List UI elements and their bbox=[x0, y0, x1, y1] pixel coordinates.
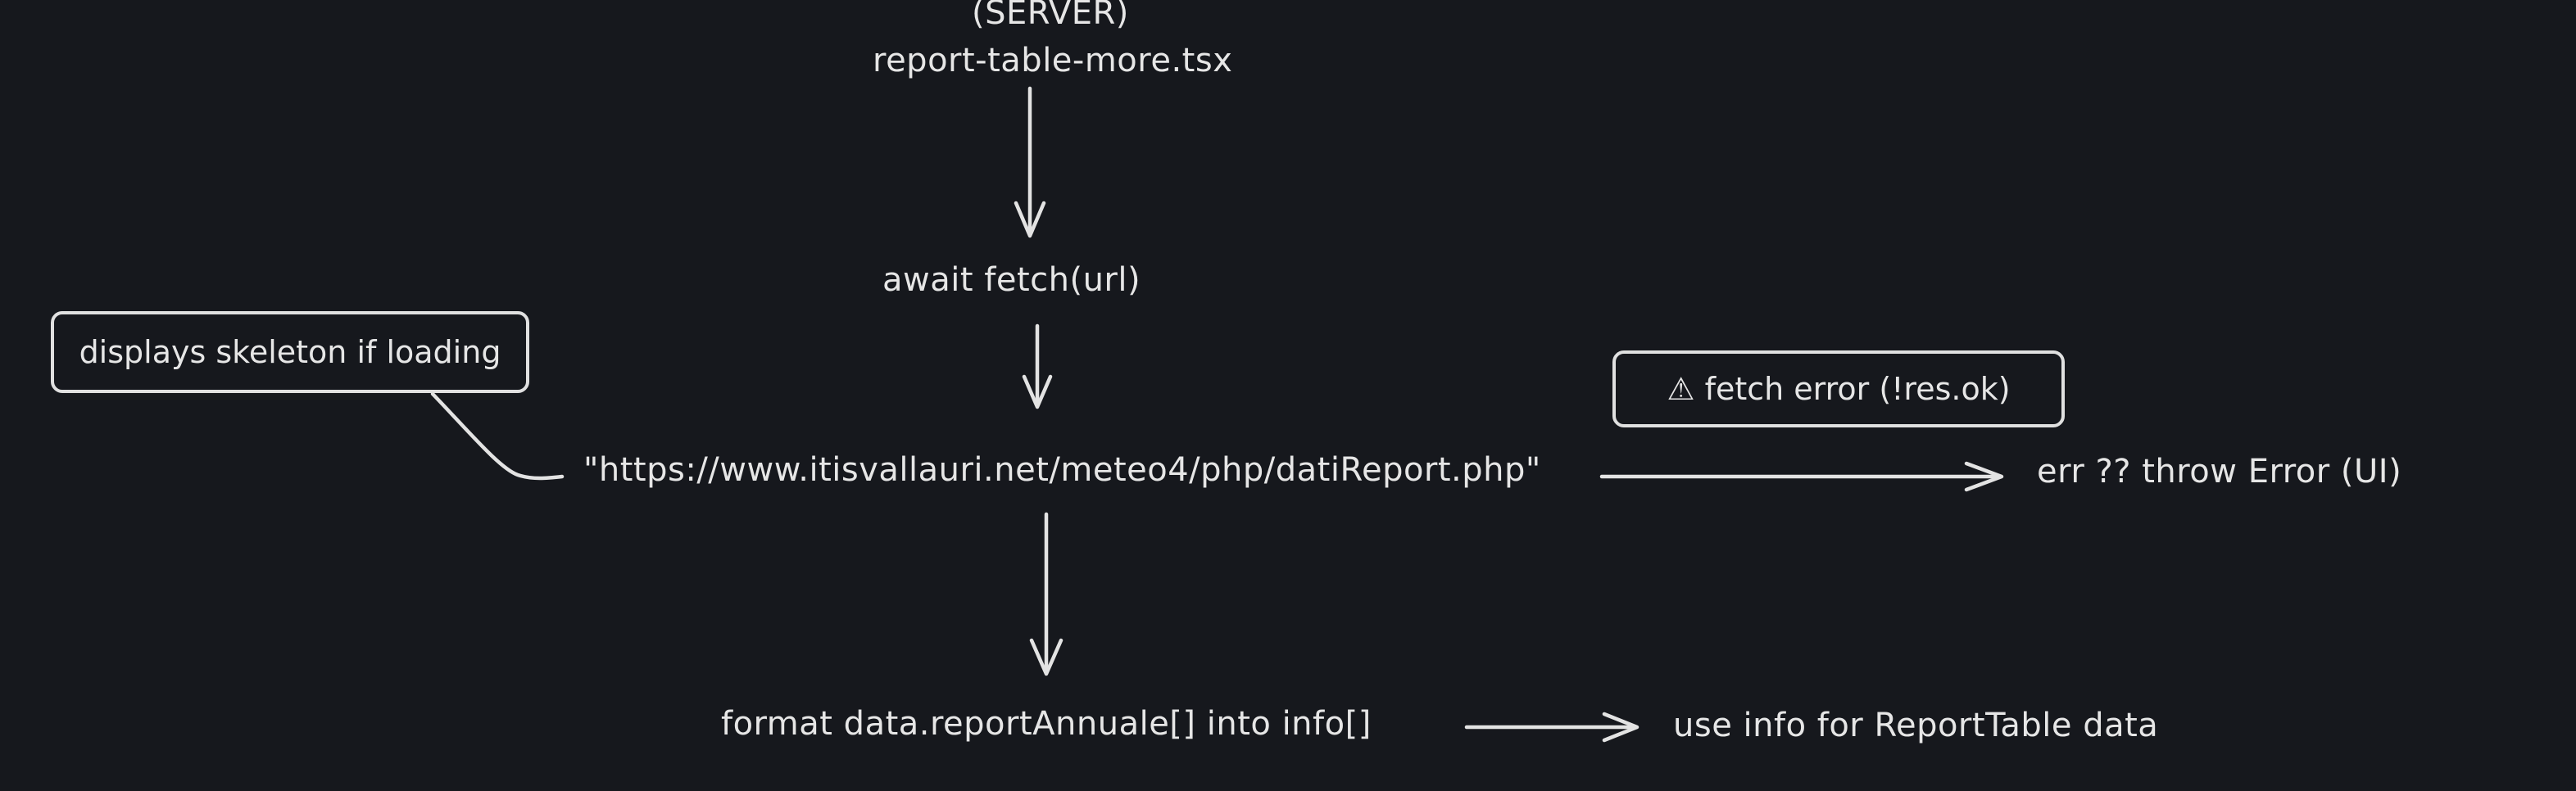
arrow-fetch-to-url bbox=[1022, 323, 1053, 409]
error-result-label: err ?? throw Error (UI) bbox=[2037, 453, 2402, 490]
skeleton-note-text: displays skeleton if loading bbox=[79, 334, 501, 370]
error-note-text: ⚠ fetch error (!res.ok) bbox=[1667, 371, 2011, 407]
format-step-label: format data.reportAnnuale[] into info[] bbox=[721, 705, 1372, 743]
skeleton-note-leader bbox=[430, 391, 565, 481]
url-label: "https://www.itisvallauri.net/meteo4/php… bbox=[583, 451, 1541, 489]
error-note-box: ⚠ fetch error (!res.ok) bbox=[1612, 350, 2065, 427]
use-step-label: use info for ReportTable data bbox=[1673, 707, 2159, 744]
arrow-url-to-format bbox=[1029, 512, 1064, 676]
skeleton-note-box: displays skeleton if loading bbox=[51, 311, 529, 393]
arrow-url-to-error bbox=[1599, 461, 2004, 492]
arrow-file-to-fetch bbox=[1014, 86, 1046, 238]
server-label: (SERVER) bbox=[972, 0, 1129, 32]
arrow-format-to-use bbox=[1464, 712, 1639, 743]
fetch-call-label: await fetch(url) bbox=[882, 261, 1141, 299]
source-file-label: report-table-more.tsx bbox=[873, 42, 1233, 79]
